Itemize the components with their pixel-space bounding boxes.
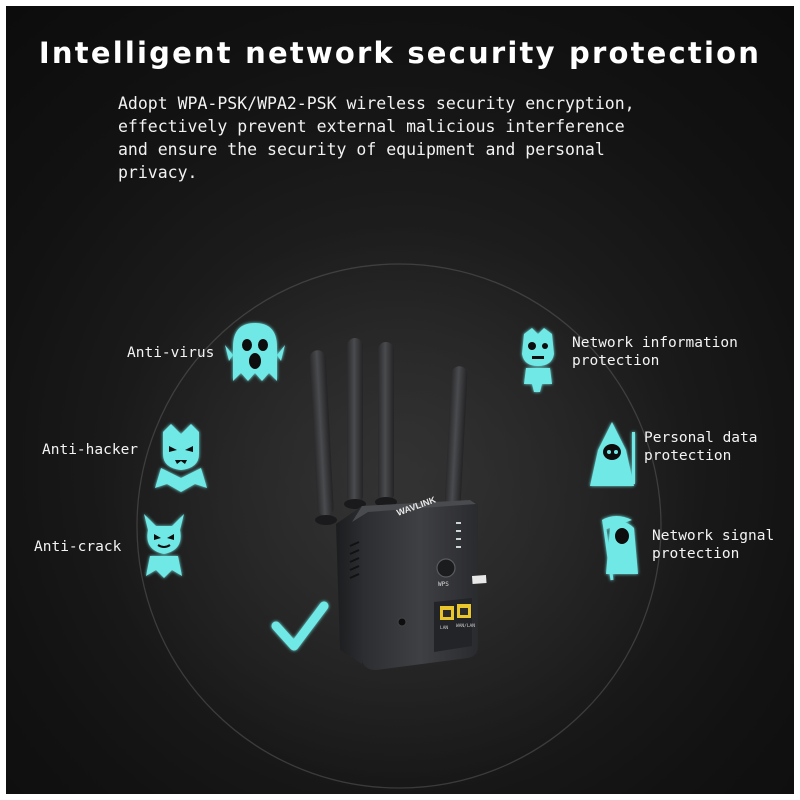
check-mark-icon <box>271 601 329 651</box>
grim-reaper-icon <box>602 516 638 581</box>
feature-label-anti-virus: Anti-virus <box>127 345 215 361</box>
feature-label-line: Network signal <box>652 528 775 544</box>
wan-lan-port <box>457 604 471 618</box>
feature-label-anti-crack: Anti-crack <box>34 539 122 555</box>
feature-label-line: Personal data <box>644 430 758 446</box>
intro-text: Adopt WPA-PSK/WPA2-PSK wireless security… <box>118 92 738 184</box>
status-leds <box>456 522 461 548</box>
intro-line: effectively prevent external malicious i… <box>118 117 625 136</box>
sticker <box>472 575 487 584</box>
intro-line: privacy. <box>118 163 198 182</box>
router-vents <box>349 541 360 579</box>
feature-label-anti-hacker: Anti-hacker <box>42 442 139 458</box>
illustration: WAVLINK WPS LAN WAN/LAN <box>99 226 699 789</box>
ghost-icon <box>225 323 285 381</box>
protection-ring <box>136 263 662 789</box>
zombie-icon <box>522 328 554 392</box>
wan-lan-port-label: WAN/LAN <box>456 623 475 629</box>
feature-label-network-signal: Network signal protection <box>652 527 774 563</box>
router-device: WAVLINK WPS LAN WAN/LAN <box>309 338 487 670</box>
intro-line: Adopt WPA-PSK/WPA2-PSK wireless security… <box>118 94 635 113</box>
product-banner: Intelligent network security protection … <box>6 6 794 794</box>
feature-label-line: protection <box>644 448 732 464</box>
page-title: Intelligent network security protection <box>38 36 762 70</box>
vampire-icon <box>155 424 207 492</box>
wizard-icon <box>590 422 635 486</box>
intro-line: and ensure the security of equipment and… <box>118 140 605 159</box>
router-top <box>352 500 476 522</box>
wps-label: WPS <box>438 581 449 588</box>
antenna <box>375 342 397 507</box>
feature-label-line: protection <box>572 353 660 369</box>
feature-label-line: protection <box>652 546 740 562</box>
lan-port-label: LAN <box>440 625 448 631</box>
feature-label-line: Network information <box>572 335 738 351</box>
antenna <box>309 350 337 525</box>
wps-button[interactable] <box>436 558 456 578</box>
router-side-face <box>336 506 362 664</box>
reset-button[interactable] <box>397 617 407 627</box>
feature-label-network-information: Network information protection <box>572 334 738 370</box>
antenna <box>344 338 366 509</box>
lan-port <box>440 606 454 620</box>
feature-label-personal-data: Personal data protection <box>644 429 758 465</box>
devil-icon <box>144 514 184 578</box>
